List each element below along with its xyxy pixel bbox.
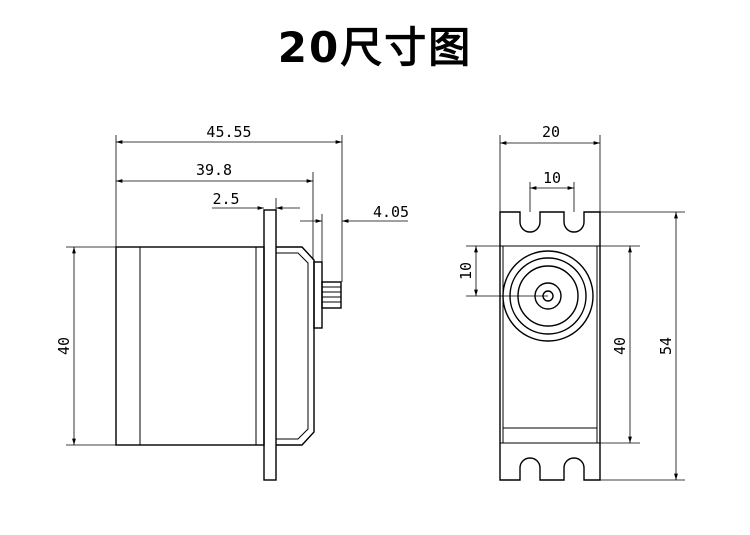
side-gear-hub	[313, 261, 323, 329]
page-title: 20尺寸图	[277, 23, 473, 72]
dim-front-shaft-offset: 10	[457, 262, 475, 280]
dim-body-length: 39.8	[196, 161, 232, 179]
front-flange	[499, 211, 601, 481]
dim-hole-spacing: 10	[543, 169, 561, 187]
side-output-shaft	[321, 281, 342, 309]
front-view: 20 10 10 40 54	[457, 123, 685, 481]
side-mounting-flange	[263, 209, 277, 481]
dim-total-height: 54	[657, 337, 675, 355]
dim-front-height: 40	[611, 337, 629, 355]
side-top-cover-inner	[276, 252, 309, 440]
dim-shaft-offset-side: 4.05	[373, 203, 409, 221]
side-top-cover	[276, 246, 315, 446]
dim-side-height: 40	[55, 337, 73, 355]
front-bottom-band	[502, 427, 598, 444]
dim-flange-thickness: 2.5	[212, 190, 239, 208]
dim-front-width: 20	[542, 123, 560, 141]
side-body	[115, 246, 265, 446]
dim-total-length: 45.55	[206, 123, 251, 141]
side-view: 45.55 39.8 2.5 4.05 40	[55, 123, 409, 481]
